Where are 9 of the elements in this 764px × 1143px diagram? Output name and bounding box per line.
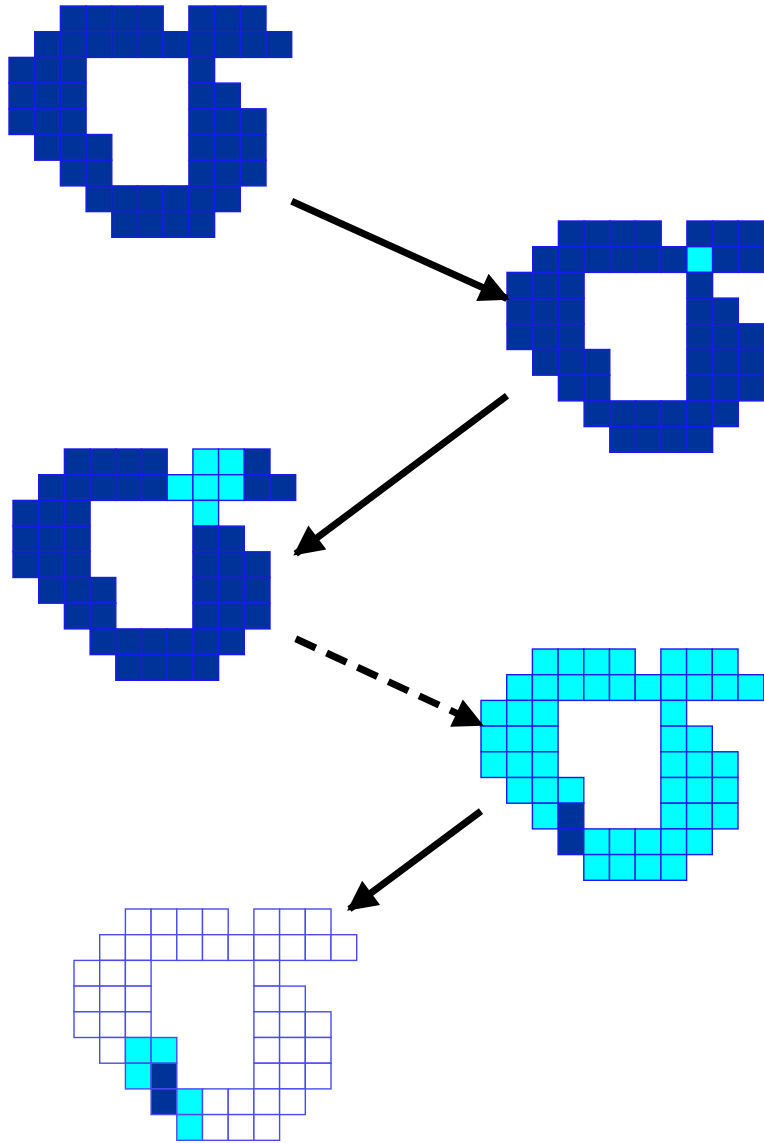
arrow: [290, 198, 510, 302]
pixel-grid-drawing: [73, 908, 358, 1142]
pixel-grid-drawing: [480, 648, 764, 882]
pixel-grid-drawing: [506, 220, 764, 454]
pixel-grid-drawing: [12, 448, 297, 682]
arrow: [347, 808, 484, 912]
pixel-grid-drawing: [8, 5, 293, 239]
arrow: [294, 635, 484, 728]
arrow: [293, 393, 510, 557]
